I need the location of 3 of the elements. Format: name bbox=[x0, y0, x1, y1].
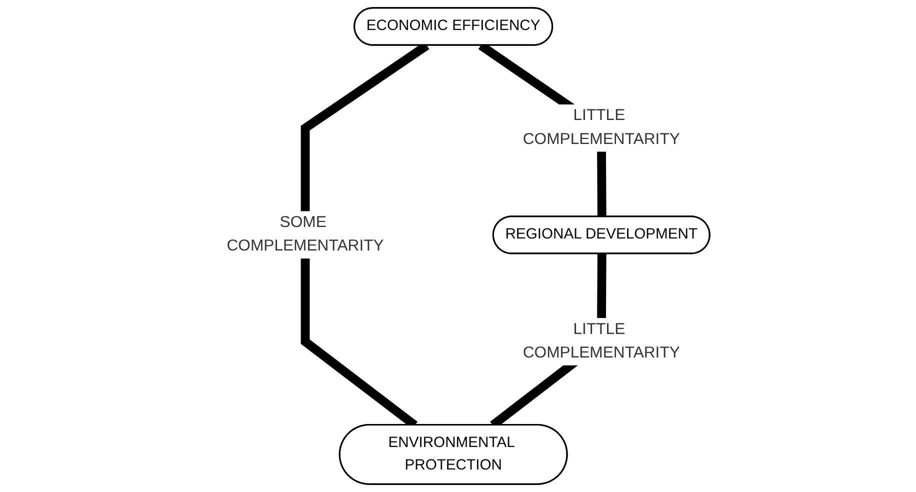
edge-label: LITTLE COMPLEMENTARITY bbox=[522, 107, 680, 148]
edge-label: SOME COMPLEMENTARITY bbox=[226, 214, 384, 255]
edge-label: LITTLE COMPLEMENTARITY bbox=[522, 320, 680, 362]
